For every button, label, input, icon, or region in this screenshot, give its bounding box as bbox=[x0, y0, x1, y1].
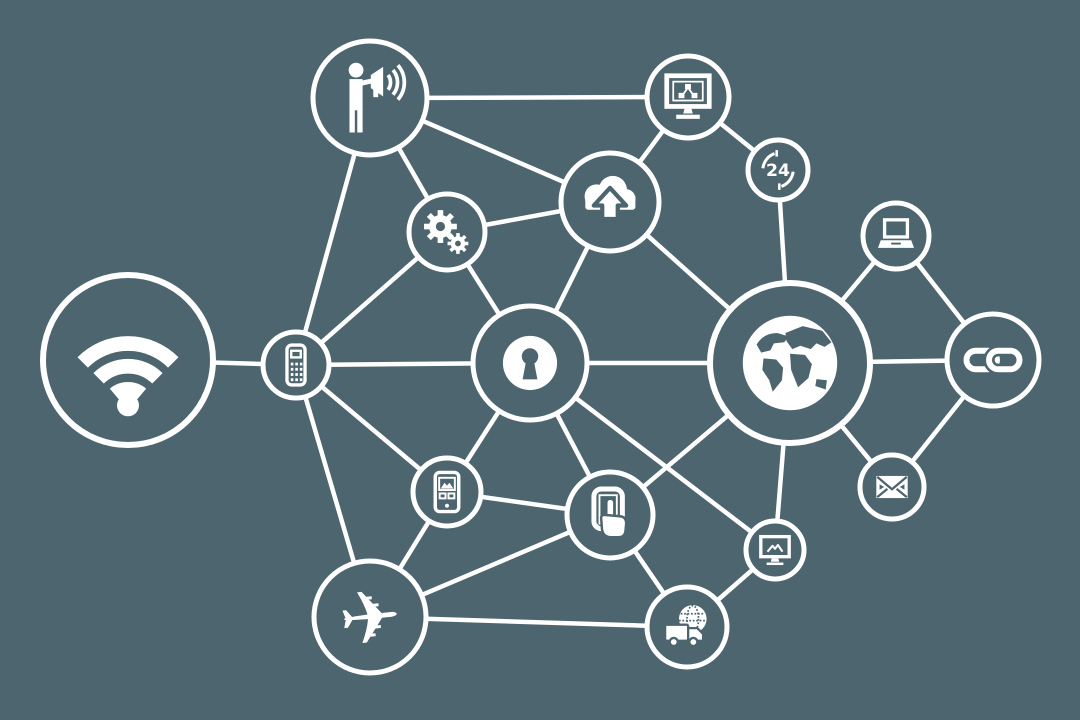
node-tablet bbox=[410, 455, 484, 529]
announcer-circle bbox=[310, 38, 430, 158]
node-truck bbox=[644, 584, 730, 670]
envelope-icon bbox=[876, 475, 908, 499]
airplane-circle bbox=[311, 558, 429, 676]
node-hours24: 24 bbox=[745, 137, 811, 203]
feature-phone-icon bbox=[285, 343, 307, 387]
node-cloud-upload bbox=[558, 150, 662, 254]
touchscreen-icon bbox=[591, 486, 628, 539]
wifi-icon bbox=[77, 336, 179, 417]
airplane-icon: ✈ bbox=[335, 573, 406, 665]
node-touch bbox=[564, 469, 656, 561]
keyhole-icon bbox=[502, 335, 558, 391]
cloud-upload-icon bbox=[584, 175, 636, 222]
node-monitor-network bbox=[644, 53, 732, 141]
chain-link-icon bbox=[963, 345, 1026, 375]
node-link bbox=[944, 311, 1042, 409]
monitor-network-icon bbox=[664, 73, 712, 119]
hours24-circle bbox=[745, 137, 811, 203]
monitor-network-circle bbox=[644, 53, 732, 141]
24-hours-icon: 24 bbox=[761, 150, 795, 190]
node-gears bbox=[406, 191, 488, 273]
node-monitor-cloud bbox=[743, 518, 807, 582]
node-phone bbox=[260, 329, 332, 401]
svg-text:24: 24 bbox=[766, 161, 790, 181]
node-keyhole bbox=[470, 303, 590, 423]
tablet-circle bbox=[410, 455, 484, 529]
monitor-cloud-icon bbox=[759, 534, 791, 566]
node-globe bbox=[707, 280, 873, 446]
node-announcer bbox=[310, 38, 430, 158]
gears-icon bbox=[424, 210, 469, 254]
node-email bbox=[857, 452, 927, 522]
node-wifi bbox=[40, 272, 216, 448]
person-megaphone-icon bbox=[348, 62, 407, 133]
node-laptop bbox=[860, 200, 932, 272]
laptop-icon bbox=[877, 218, 915, 248]
tablet-icon bbox=[433, 470, 461, 514]
delivery-truck-globe-icon bbox=[663, 604, 707, 648]
globe-icon bbox=[742, 315, 838, 411]
svg-text:✈: ✈ bbox=[335, 573, 406, 665]
monitor-cloud-circle bbox=[743, 518, 807, 582]
node-airplane: ✈ bbox=[311, 558, 429, 676]
